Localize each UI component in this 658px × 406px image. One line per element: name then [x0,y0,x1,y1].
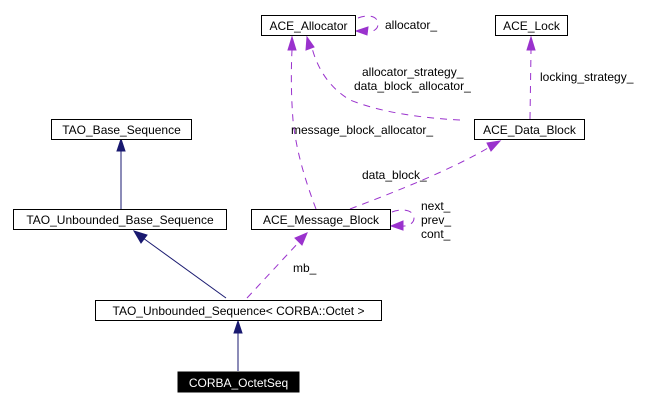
node-corba-octetseq[interactable]: CORBA_OctetSeq [177,371,300,393]
edge-message-block-to-allocator [287,35,317,210]
edge-unbounded-seq-to-message-block [246,232,308,299]
edge-message-block-self-loop [389,209,415,231]
node-tao-unbounded-sequence-octet[interactable]: TAO_Unbounded_Sequence< CORBA::Octet > [95,300,382,321]
node-label: TAO_Base_Sequence [62,123,181,137]
member-arrowhead [294,232,308,246]
label-next: next_ [421,199,451,213]
node-ace-message-block[interactable]: ACE_Message_Block [251,209,391,230]
label-data-block-allocator: data_block_allocator_ [354,79,471,93]
node-label: ACE_Lock [503,19,561,33]
node-tao-base-sequence[interactable]: TAO_Base_Sequence [51,119,192,140]
member-arrowhead [389,220,404,231]
node-ace-lock[interactable]: ACE_Lock [495,15,568,36]
label-prev: prev_ [421,213,451,227]
edge-allocator-self-loop [354,15,379,36]
edge-data-block-to-allocator [305,35,461,121]
node-label: TAO_Unbounded_Sequence< CORBA::Octet > [113,304,365,318]
label-cont: cont_ [421,227,451,241]
node-ace-allocator[interactable]: ACE_Allocator [261,15,356,36]
member-arrowhead [486,140,502,152]
label-allocator-strategy: allocator_strategy_ [362,65,464,79]
inheritance-arrowhead [132,230,148,244]
edge-unbounded-seq-to-unbounded-base [132,230,227,299]
edge-octetseq-to-unbounded-seq [233,319,243,371]
node-label: CORBA_OctetSeq [189,376,288,390]
member-arrowhead [287,35,297,51]
node-label: TAO_Unbounded_Base_Sequence [26,213,214,227]
member-arrowhead [354,26,369,36]
edge-message-block-to-data-block [349,140,502,210]
edge-data-block-to-lock [526,35,536,120]
node-label: ACE_Message_Block [263,213,380,227]
node-ace-data-block[interactable]: ACE_Data_Block [474,119,585,140]
label-allocator: allocator_ [385,18,437,32]
node-label: ACE_Data_Block [483,123,577,137]
label-data-block: data_block_ [362,168,427,182]
node-tao-unbounded-base-sequence[interactable]: TAO_Unbounded_Base_Sequence [13,209,227,230]
node-label: ACE_Allocator [269,19,347,33]
label-message-block-allocator: message_block_allocator_ [291,123,433,137]
label-locking-strategy: locking_strategy_ [540,70,634,84]
member-arrowhead [305,35,315,51]
inheritance-arrowhead [116,137,126,152]
member-arrowhead [526,35,536,51]
inheritance-arrowhead [233,319,243,334]
edge-unbounded-base-to-base-sequence [116,137,126,209]
label-mb: mb_ [293,261,317,275]
